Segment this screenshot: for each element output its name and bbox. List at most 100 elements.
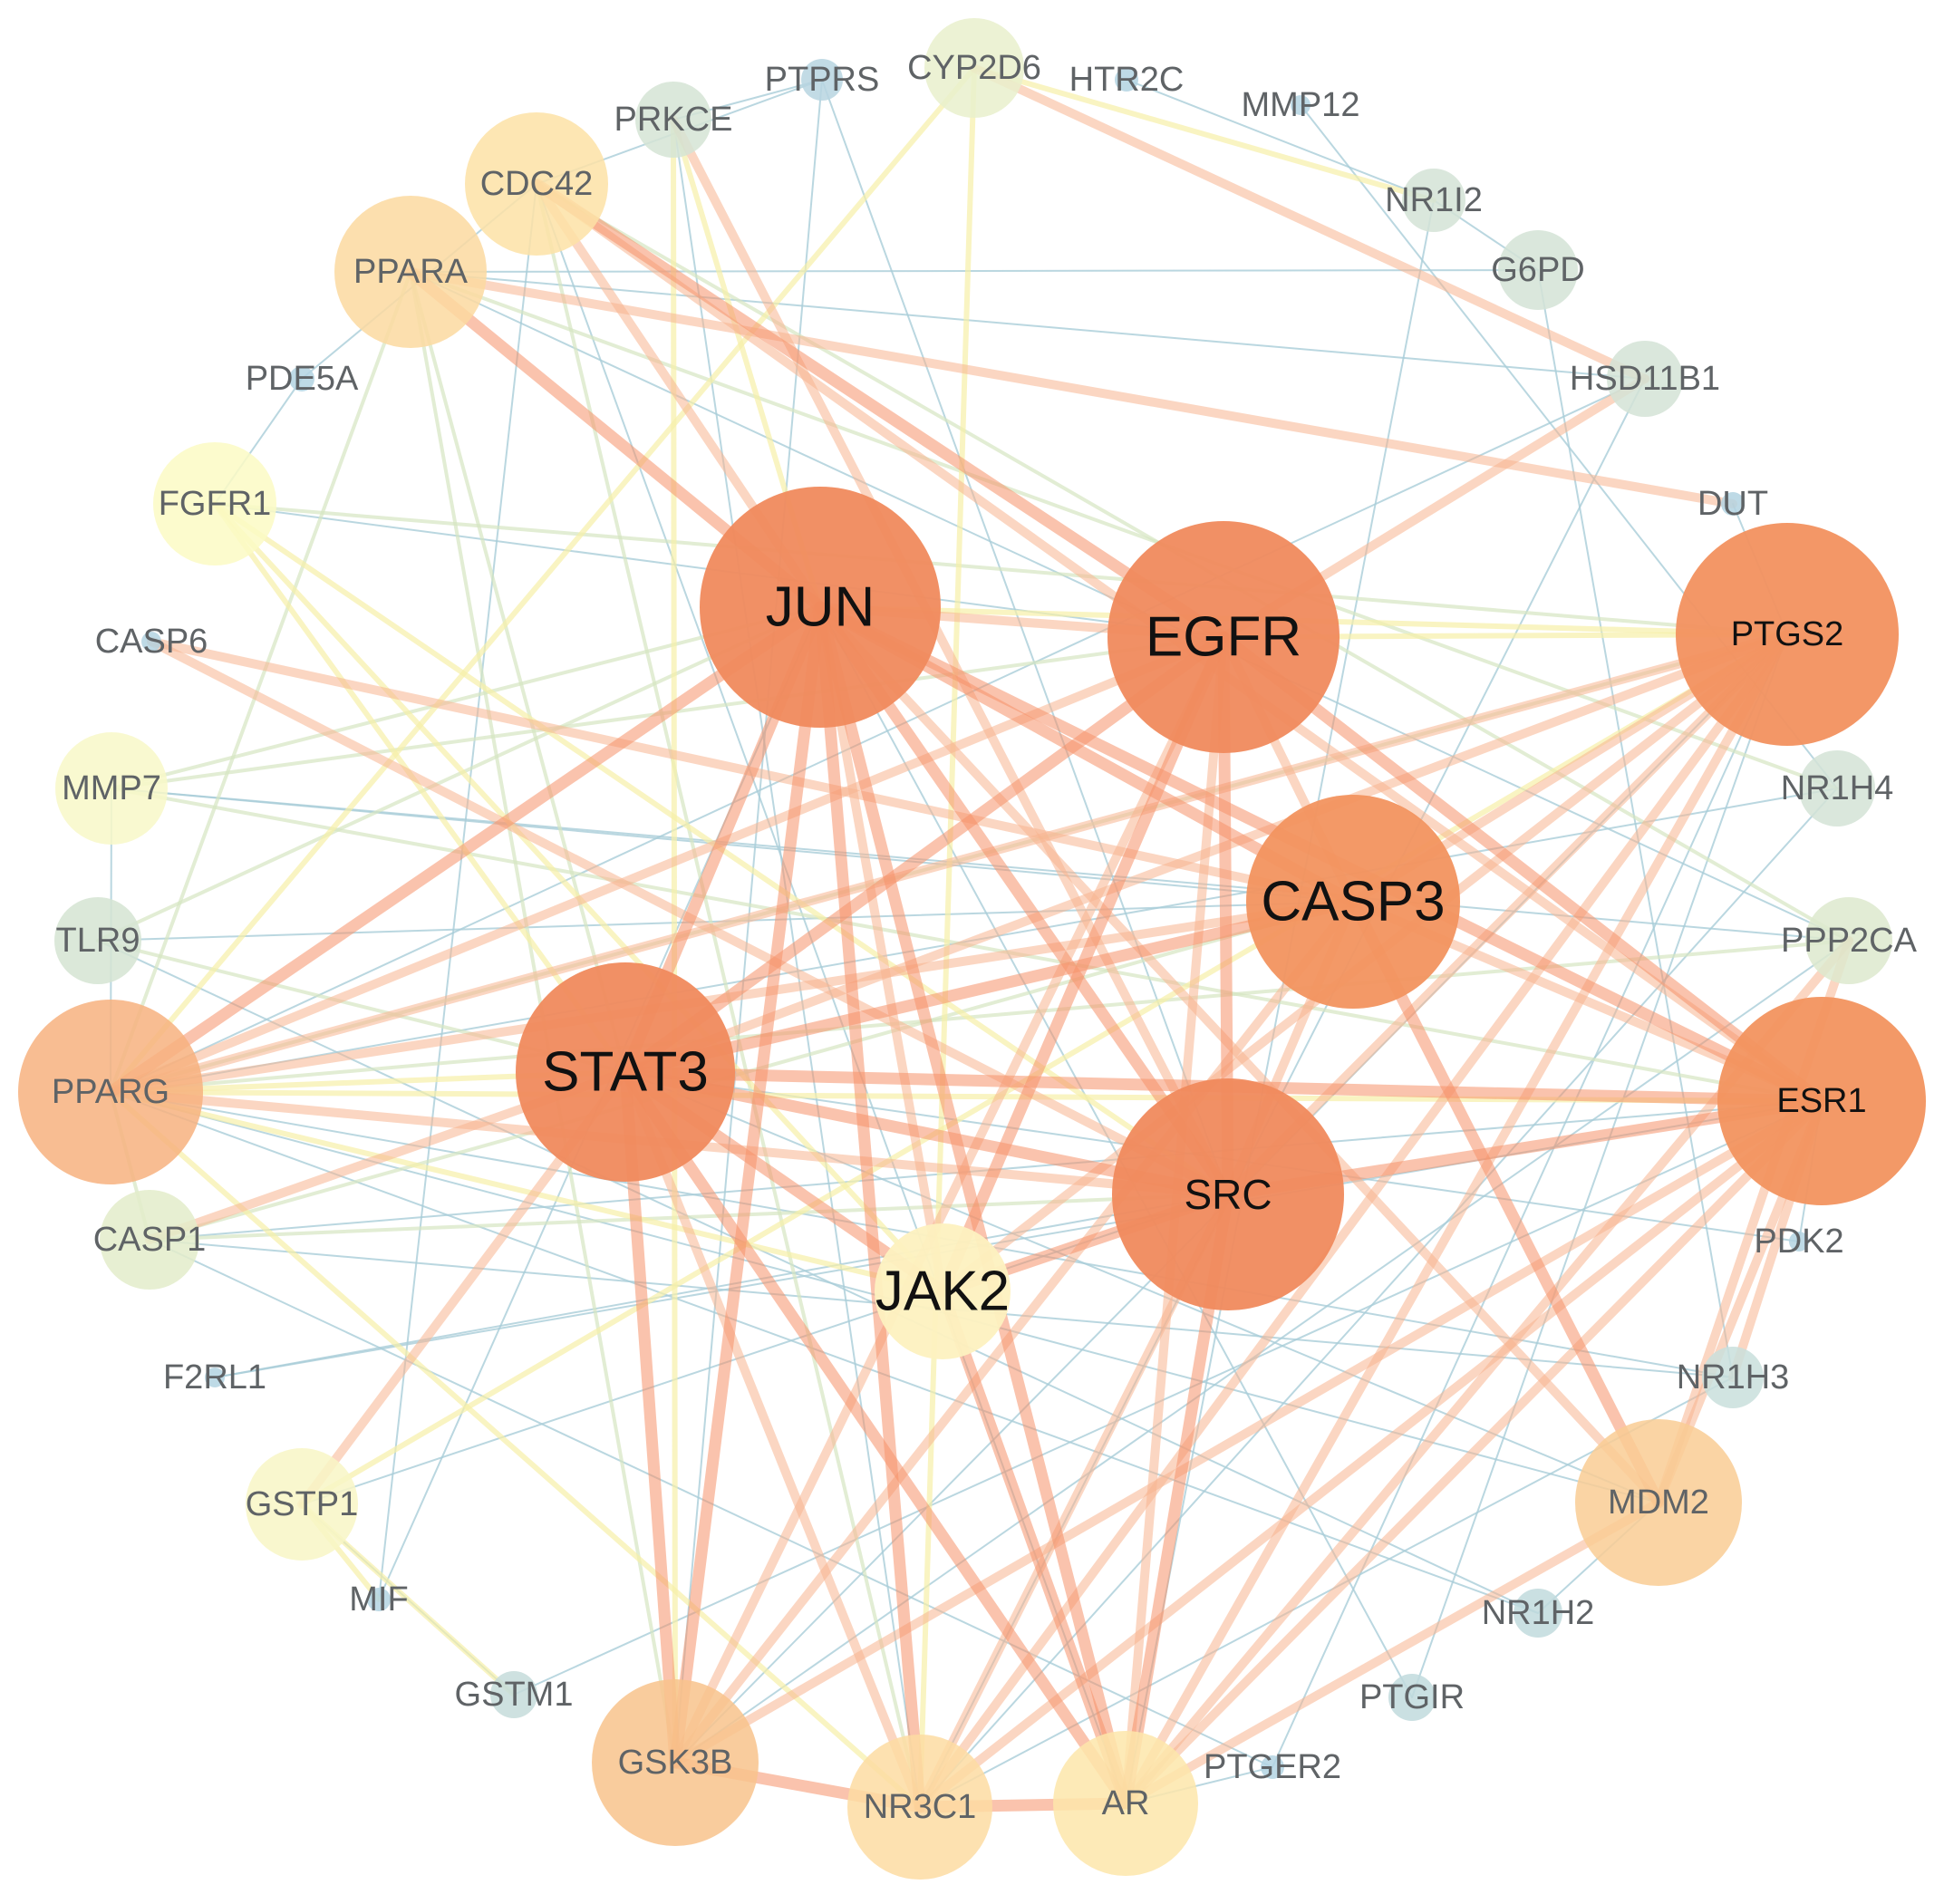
node-label-jun: JUN <box>766 576 875 639</box>
node-htr2c[interactable] <box>1115 68 1138 92</box>
node-label-cdc42: CDC42 <box>480 165 594 203</box>
node-mmp7[interactable] <box>55 732 168 845</box>
node-label-dut: DUT <box>1697 485 1768 523</box>
edge-htr2c-nr1i2 <box>1126 79 1435 201</box>
node-hsd11b1[interactable] <box>1607 341 1683 417</box>
edge-stat3-ptgs2 <box>621 630 1792 1077</box>
edge-stat3-nr3c1 <box>621 1068 924 1812</box>
node-label-pparg: PPARG <box>52 1073 169 1111</box>
node-label-ppp2ca: PPP2CA <box>1781 922 1918 960</box>
node-stat3[interactable] <box>516 962 735 1182</box>
node-label-hsd11b1: HSD11B1 <box>1570 360 1720 398</box>
node-label-mdm2: MDM2 <box>1608 1484 1709 1522</box>
edge-stat3-gsk3b <box>619 1066 682 1769</box>
node-tlr9[interactable] <box>54 897 141 984</box>
node-ar[interactable] <box>1053 1731 1198 1876</box>
edge-ppara-dut <box>406 267 1737 508</box>
node-pdk2[interactable] <box>1789 1232 1809 1252</box>
node-nr1i2[interactable] <box>1402 169 1465 232</box>
node-casp1[interactable] <box>100 1190 199 1290</box>
edge-hsd11b1-ppara <box>410 271 1646 380</box>
edge-esr1-ar <box>1121 1097 1826 1808</box>
edge-pparg-nr3c1 <box>108 1089 923 1810</box>
node-jun[interactable] <box>700 487 941 728</box>
node-label-ppara: PPARA <box>353 253 469 291</box>
node-label-nr1h4: NR1H4 <box>1781 769 1894 807</box>
edge-mdm2-stat3 <box>624 1071 1659 1503</box>
edge-cyp2d6-hsd11b1 <box>970 63 1649 383</box>
node-label-fgfr1: FGFR1 <box>159 485 272 523</box>
node-ppara[interactable] <box>334 196 487 348</box>
node-cyp2d6[interactable] <box>924 18 1024 118</box>
node-nr3c1[interactable] <box>847 1735 992 1880</box>
node-label-cyp2d6: CYP2D6 <box>907 49 1041 87</box>
node-label-gstp1: GSTP1 <box>246 1485 359 1523</box>
edge-g6pd-ppara <box>410 269 1539 273</box>
node-label-pdk2: PDK2 <box>1754 1223 1843 1261</box>
node-label-htr2c: HTR2C <box>1069 61 1185 99</box>
node-pde5a[interactable] <box>289 366 314 391</box>
node-mmp12[interactable] <box>1291 95 1311 115</box>
node-label-gsk3b: GSK3B <box>618 1744 733 1782</box>
node-ppp2ca[interactable] <box>1805 897 1892 984</box>
edge-src-prkce <box>669 115 1233 1199</box>
edge-egfr-gsk3b <box>671 633 1228 1767</box>
node-gstp1[interactable] <box>246 1448 358 1561</box>
node-label-pde5a: PDE5A <box>246 360 359 398</box>
edge-jun-pparg <box>104 601 827 1098</box>
node-label-ptger2: PTGER2 <box>1204 1748 1341 1786</box>
node-prkce[interactable] <box>635 82 711 158</box>
node-esr1[interactable] <box>1717 997 1926 1205</box>
edge-esr1-nr3c1 <box>915 1097 1826 1812</box>
node-label-casp6: CASP6 <box>95 623 208 661</box>
node-egfr[interactable] <box>1107 521 1340 753</box>
node-label-prkce: PRKCE <box>614 101 733 139</box>
node-casp3[interactable] <box>1246 795 1460 1009</box>
edge-egfr-stat3 <box>619 631 1230 1078</box>
edge-mmp7-jun <box>110 605 822 790</box>
edge-casp3-mdm2 <box>1347 895 1665 1509</box>
node-label-esr1: ESR1 <box>1776 1082 1866 1120</box>
edge-ppara-pparg <box>109 270 412 1094</box>
node-ptgir[interactable] <box>1388 1674 1436 1721</box>
edge-ptgs2-nr3c1 <box>915 630 1792 1812</box>
node-g6pd[interactable] <box>1498 230 1578 310</box>
node-gstm1[interactable] <box>490 1671 537 1718</box>
node-dut[interactable] <box>1721 492 1745 516</box>
node-nr1h4[interactable] <box>1799 750 1875 826</box>
edge-jak2-ar <box>936 1285 1132 1810</box>
node-label-ptgs2: PTGS2 <box>1731 615 1844 653</box>
node-nr1h3[interactable] <box>1702 1347 1764 1408</box>
edge-ar-mdm2 <box>1121 1498 1663 1808</box>
node-nr1h2[interactable] <box>1514 1589 1562 1638</box>
edge-esr1-gsk3b <box>671 1097 1826 1767</box>
edge-stat3-ar <box>619 1066 1132 1810</box>
node-ptgs2[interactable] <box>1676 523 1899 746</box>
node-mdm2[interactable] <box>1575 1419 1742 1586</box>
node-pparg[interactable] <box>18 1000 203 1184</box>
edge-casp1-src <box>148 1193 1230 1242</box>
node-f2rl1[interactable] <box>205 1368 225 1387</box>
edge-ptgir-ptgs2 <box>1411 633 1788 1698</box>
node-cdc42[interactable] <box>465 112 608 256</box>
node-ptger2[interactable] <box>1261 1755 1284 1779</box>
node-ptprs[interactable] <box>801 59 843 101</box>
edge-stat3-ppara <box>409 270 627 1074</box>
node-label-ptgir: PTGIR <box>1359 1678 1465 1716</box>
node-gsk3b[interactable] <box>592 1679 759 1846</box>
node-label-nr1i2: NR1I2 <box>1385 181 1483 219</box>
node-mif[interactable] <box>367 1588 391 1611</box>
node-jak2[interactable] <box>875 1223 1011 1359</box>
node-label-gstm1: GSTM1 <box>455 1676 574 1714</box>
node-label-casp3: CASP3 <box>1261 871 1445 933</box>
node-label-egfr: EGFR <box>1146 606 1301 669</box>
node-fgfr1[interactable] <box>153 442 276 565</box>
edge-src-ptgs2 <box>1223 630 1792 1199</box>
node-label-nr3c1: NR3C1 <box>864 1788 977 1826</box>
node-label-mif: MIF <box>349 1580 408 1619</box>
node-casp6[interactable] <box>141 632 161 652</box>
node-src[interactable] <box>1112 1078 1344 1310</box>
node-label-ar: AR <box>1102 1784 1150 1822</box>
edge-cyp2d6-pparg <box>108 65 977 1095</box>
